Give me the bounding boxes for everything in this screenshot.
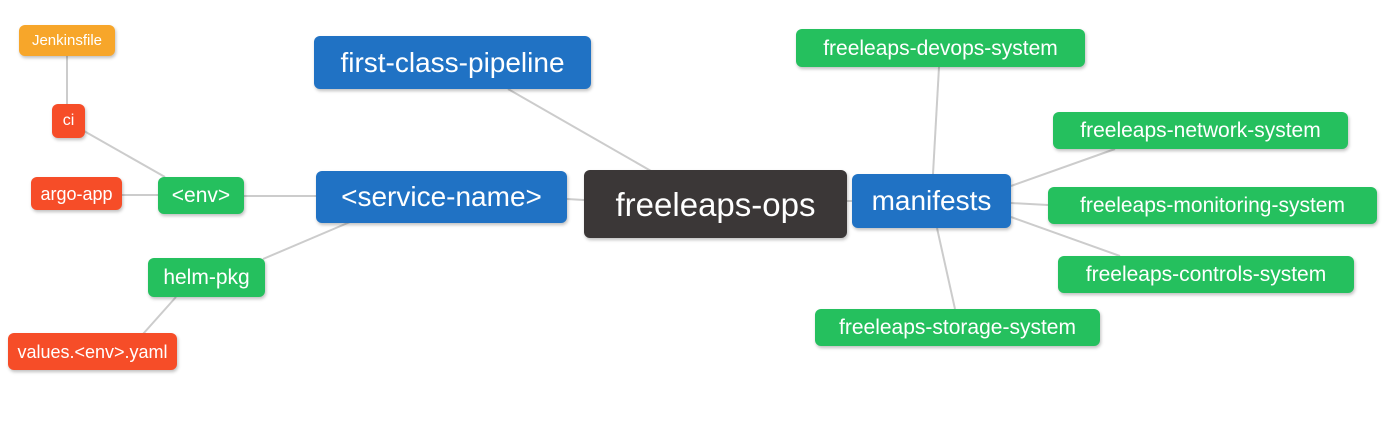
node-devops-system[interactable]: freeleaps-devops-system [796,29,1085,67]
edge-helm-pkg-to-values-env-yaml [142,296,177,335]
node-storage-system[interactable]: freeleaps-storage-system [815,309,1100,346]
node-freeleaps-ops[interactable]: freeleaps-ops [584,170,847,238]
edge-manifests-to-storage-system [936,227,956,310]
node-first-class-pipeline[interactable]: first-class-pipeline [314,36,591,89]
node-manifests[interactable]: manifests [852,174,1011,228]
edge-service-name-to-freeleaps-ops [566,198,585,201]
edge-manifests-to-monitoring-system [1010,202,1049,206]
edge-service-name-to-helm-pkg [262,221,351,260]
node-monitoring-system[interactable]: freeleaps-monitoring-system [1048,187,1377,224]
edge-ci-to-env [83,130,166,178]
edge-manifests-to-devops-system [932,66,940,175]
node-ci[interactable]: ci [52,104,85,138]
node-jenkinsfile[interactable]: Jenkinsfile [19,25,115,56]
node-argo-app[interactable]: argo-app [31,177,122,210]
node-helm-pkg[interactable]: helm-pkg [148,258,265,297]
edge-manifests-to-network-system [1010,148,1116,187]
edge-first-class-pipeline-to-freeleaps-ops [507,88,652,172]
node-network-system[interactable]: freeleaps-network-system [1053,112,1348,149]
node-values-env-yaml[interactable]: values.<env>.yaml [8,333,177,370]
node-service-name[interactable]: <service-name> [316,171,567,223]
node-env[interactable]: <env> [158,177,244,214]
edge-manifests-to-controls-system [1010,216,1121,257]
node-controls-system[interactable]: freeleaps-controls-system [1058,256,1354,293]
